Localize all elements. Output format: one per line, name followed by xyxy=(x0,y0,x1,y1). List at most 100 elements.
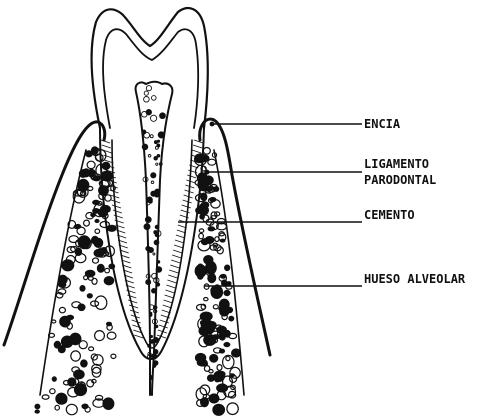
bone-trabecula xyxy=(226,356,230,360)
ligament-fiber xyxy=(128,300,137,303)
bone-trabecula xyxy=(107,332,116,339)
ligament-fiber xyxy=(111,200,120,203)
bone-trabecula xyxy=(220,239,225,242)
bone-trabecula xyxy=(203,148,210,155)
bone-trabecula xyxy=(35,410,39,413)
ligament-fiber xyxy=(164,300,173,303)
pulp-cell xyxy=(157,154,160,157)
ligament-fiber xyxy=(187,175,196,178)
encia-label: ENCIA xyxy=(364,117,401,131)
ligament-fiber xyxy=(194,140,203,143)
bone-trabecula xyxy=(229,316,234,321)
ligament-fiber xyxy=(132,325,141,328)
ligament-fiber xyxy=(175,240,184,243)
bone-trabecula xyxy=(78,236,90,249)
bone-trabecula xyxy=(42,395,49,399)
bone-trabecula xyxy=(198,264,202,268)
ligament-fiber xyxy=(102,145,111,148)
encia-leader-dot xyxy=(210,122,215,127)
pulp-cell xyxy=(153,365,156,368)
ligament-fiber xyxy=(166,290,175,293)
bone-trabecula xyxy=(211,286,222,298)
pulp-cell xyxy=(151,173,156,178)
bone-trabecula xyxy=(89,347,94,351)
bone-trabecula xyxy=(84,220,90,226)
periodontal-ligament-hatching xyxy=(101,140,203,338)
bone-trabecula xyxy=(208,375,215,381)
pulp-cell xyxy=(156,163,158,165)
bone-trabecula xyxy=(71,351,81,361)
ligament-fiber xyxy=(170,265,179,268)
ligament-fiber xyxy=(168,275,177,278)
bone-trabecula xyxy=(52,377,56,381)
bone-trabecula xyxy=(92,147,99,154)
bone-trabecula xyxy=(208,322,216,330)
bone-trabecula xyxy=(56,393,67,404)
pulp-cell xyxy=(158,132,164,138)
pulp-cell xyxy=(160,113,166,119)
bone-trabecula xyxy=(199,229,203,233)
bone-trabecula xyxy=(95,154,103,161)
pulp-cell xyxy=(152,289,157,294)
bone-right-outline xyxy=(214,150,244,395)
ligamento-label-line1: LIGAMENTO xyxy=(364,157,429,171)
bone-trabecula xyxy=(200,214,204,219)
bone-trabecula xyxy=(208,227,214,231)
bone-trabecula xyxy=(105,195,111,201)
bone-trabecula xyxy=(217,365,222,371)
pulp-cell xyxy=(142,130,146,134)
ligament-fiber xyxy=(166,285,175,288)
bone-trabecula xyxy=(201,398,209,407)
ligament-fiber xyxy=(172,255,181,258)
pulp-cell xyxy=(155,193,159,197)
ligament-fiber xyxy=(127,295,136,298)
bone-trabecula xyxy=(50,389,55,394)
bone-trabecula xyxy=(35,404,40,409)
pulp-cell xyxy=(154,157,158,161)
bone-trabecula xyxy=(200,312,212,321)
pulp-cell xyxy=(156,283,159,286)
ligament-fiber xyxy=(129,305,138,308)
bone-trabecula xyxy=(59,307,65,312)
bone-trabecula xyxy=(225,265,230,270)
pulp-cell xyxy=(154,240,159,245)
bone-trabecula xyxy=(204,366,209,372)
bone-trabecula xyxy=(224,343,230,347)
ligament-fiber xyxy=(159,325,168,328)
bone-trabecula xyxy=(93,258,99,263)
ligament-fiber xyxy=(171,260,180,263)
pulp-cell xyxy=(149,376,153,380)
bone-trabecula xyxy=(101,248,106,254)
bone-trabecula xyxy=(95,229,100,233)
pulp-cell xyxy=(153,306,157,310)
pulp-cell xyxy=(155,146,158,149)
pulp-cell xyxy=(157,261,160,264)
bone-trabecula xyxy=(95,296,107,309)
ligament-fiber xyxy=(176,235,185,238)
bone-trabecula xyxy=(227,307,232,312)
bone-trabecula xyxy=(230,374,235,377)
bone-trabecula xyxy=(85,270,94,276)
pulp-cell xyxy=(150,135,153,138)
pulp-cell xyxy=(154,337,159,342)
ligament-fiber xyxy=(192,150,201,153)
ligament-fiber xyxy=(186,180,195,183)
pulp-cell xyxy=(156,267,162,273)
ligament-fiber xyxy=(163,305,172,308)
bone-trabecula xyxy=(225,331,231,338)
ligament-fiber xyxy=(101,140,110,143)
ligamento-label-line2: PARODONTAL xyxy=(364,173,436,187)
ligament-fiber xyxy=(182,205,191,208)
hueso-alveolar-label: HUESO ALVEOLAR xyxy=(364,272,466,286)
bone-trabecula xyxy=(69,236,78,243)
pulp-cell xyxy=(152,96,157,101)
pulp-cell xyxy=(148,344,151,347)
bone-trabecula xyxy=(92,278,97,284)
bone-trabecula xyxy=(60,316,70,327)
bone-trabecula xyxy=(197,359,207,366)
pulp-cell xyxy=(154,141,157,144)
bone-trabecula xyxy=(205,237,214,244)
bone-trabecula xyxy=(107,225,116,231)
pulp-cell xyxy=(146,110,151,115)
